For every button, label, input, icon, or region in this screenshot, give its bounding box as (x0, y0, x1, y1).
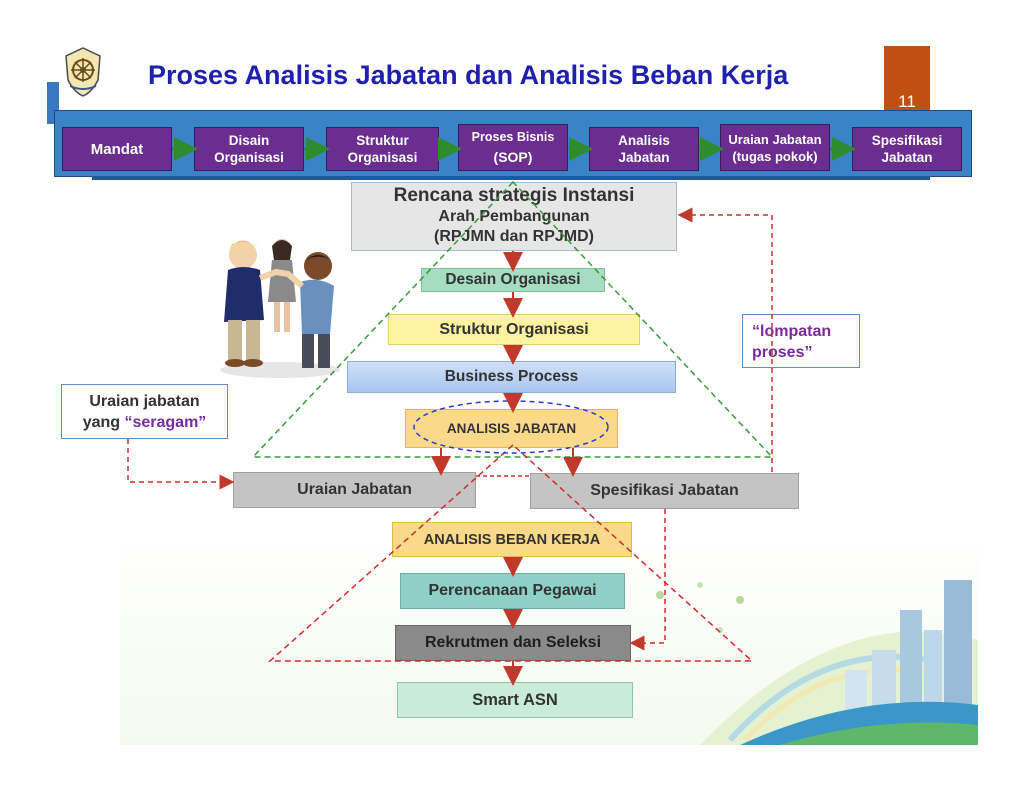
perencanaan-pegawai-box: Perencanaan Pegawai (400, 573, 625, 609)
page-number-tab (884, 46, 930, 114)
analisis-jabatan-box: ANALISIS JABATAN (405, 409, 618, 448)
page-number: 11 (898, 92, 916, 111)
team-people-icon (220, 239, 340, 378)
analisis-beban-kerja-box: ANALISIS BEBAN KERJA (392, 522, 632, 557)
band-step-proses-bisnis: Proses Bisnis(SOP) (458, 124, 568, 171)
green-pyramid (251, 180, 774, 458)
uraian-jabatan-box: Uraian Jabatan (233, 472, 476, 508)
desain-organisasi-box: Desain Organisasi (421, 268, 605, 292)
spesifikasi-jabatan-box: Spesifikasi Jabatan (530, 473, 799, 509)
page-title: Proses Analisis Jabatan dan Analisis Beb… (148, 60, 789, 90)
institution-logo-icon (65, 47, 101, 97)
lompatan-proses-note: “lompatan proses” (742, 314, 860, 368)
seragam-uraian-arrow (127, 439, 235, 490)
band-step-mandat: Mandat (62, 127, 172, 171)
business-process-box: Business Process (347, 361, 676, 393)
spesifikasi-rekrutmen-arrow (629, 509, 666, 651)
analisis-jabatan-highlight (413, 400, 609, 454)
rekrutmen-seleksi-box: Rekrutmen dan Seleksi (395, 625, 631, 661)
uraian-seragam-note: Uraian jabatan yang “seragam” (61, 384, 228, 439)
red-pyramid (268, 443, 754, 662)
struktur-organisasi-box: Struktur Organisasi (388, 314, 640, 345)
lompatan-loop-arrow (677, 207, 773, 472)
band-underline (92, 176, 930, 180)
rencana-strategis-box: Rencana strategis Instansi Arah Pembangu… (351, 182, 677, 251)
band-step-uraian-jabatan: Uraian Jabatan(tugas pokok) (720, 124, 830, 171)
